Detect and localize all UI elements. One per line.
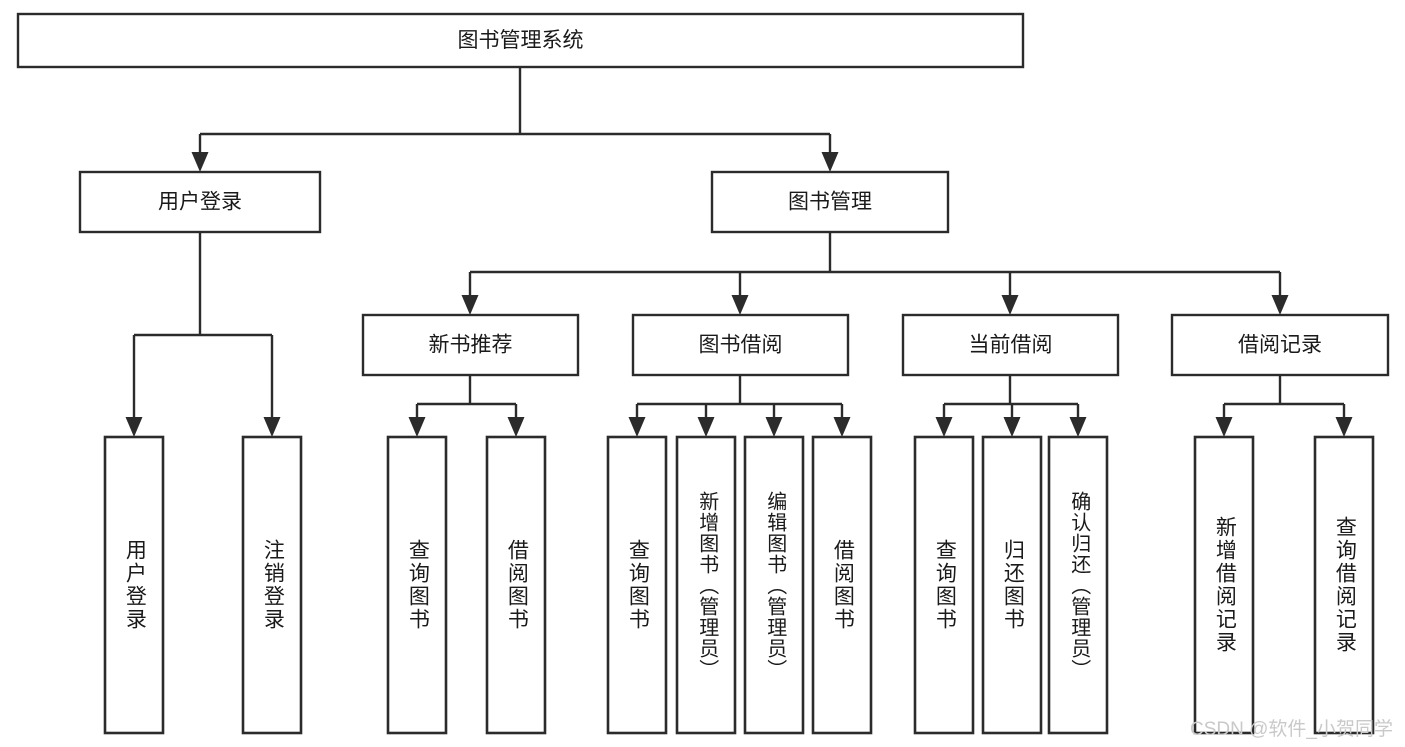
node-leaf-borrow-book[interactable]: [811, 435, 873, 735]
arrow-to-book-management-head: [821, 152, 839, 172]
node-leaf-query-book-borrow[interactable]: [606, 435, 668, 735]
node-new-book-recommend[interactable]: [361, 313, 580, 377]
node-label-borrow-records: 借阅记录: [1238, 334, 1322, 357]
node-user-login[interactable]: [78, 170, 322, 234]
node-leaf-logout-login[interactable]: [241, 435, 303, 735]
arrow-to-leaf-edit-book-admin-head: [765, 417, 783, 437]
arrow-to-leaf-add-borrow-record-head: [1215, 417, 1233, 437]
arrow-to-leaf-logout-login-head: [263, 417, 281, 437]
arrow-to-leaf-user-login-head: [125, 417, 143, 437]
node-book-management[interactable]: [710, 170, 950, 234]
csdn-watermark: CSDN @软件_小贺同学: [1190, 719, 1393, 740]
node-label-current-borrow: 当前借阅: [969, 334, 1053, 357]
node-leaf-edit-book-admin[interactable]: [743, 435, 805, 735]
arrow-to-new-book-recommend-head: [461, 295, 479, 315]
node-leaf-query-book-current[interactable]: [913, 435, 975, 735]
arrow-to-leaf-query-book-borrow-head: [628, 417, 646, 437]
arrow-to-current-borrow-head: [1001, 295, 1019, 315]
node-book-borrow[interactable]: [631, 313, 850, 377]
boxes-layer: [16, 12, 1390, 735]
node-leaf-query-book-recommend[interactable]: [386, 435, 448, 735]
node-leaf-add-borrow-record[interactable]: [1193, 435, 1255, 735]
arrow-to-leaf-borrow-book-recommend-head: [507, 417, 525, 437]
arrow-to-leaf-return-book-head: [1003, 417, 1021, 437]
node-root[interactable]: [16, 12, 1025, 69]
node-current-borrow[interactable]: [901, 313, 1120, 377]
node-leaf-return-book[interactable]: [981, 435, 1043, 735]
arrow-to-leaf-query-book-recommend-head: [408, 417, 426, 437]
node-leaf-query-borrow-record[interactable]: [1313, 435, 1375, 735]
edges-layer: [125, 67, 1353, 437]
node-leaf-borrow-book-recommend[interactable]: [485, 435, 547, 735]
node-leaf-user-login[interactable]: [103, 435, 165, 735]
arrow-to-leaf-confirm-return-admin-head: [1069, 417, 1087, 437]
arrow-to-leaf-query-borrow-record-head: [1335, 417, 1353, 437]
arrow-to-leaf-borrow-book-head: [833, 417, 851, 437]
node-label-new-book-recommend: 新书推荐: [429, 334, 513, 357]
arrow-to-borrow-records-head: [1271, 295, 1289, 315]
arrow-to-leaf-add-book-admin-head: [697, 417, 715, 437]
arrow-to-book-borrow-head: [731, 295, 749, 315]
node-label-root: 图书管理系统: [458, 29, 584, 52]
node-leaf-confirm-return-admin[interactable]: [1047, 435, 1109, 735]
arrow-to-leaf-query-book-current-head: [935, 417, 953, 437]
node-label-user-login: 用户登录: [158, 191, 242, 214]
node-leaf-add-book-admin[interactable]: [675, 435, 737, 735]
node-label-book-management: 图书管理: [788, 191, 872, 214]
node-borrow-records[interactable]: [1170, 313, 1390, 377]
node-label-book-borrow: 图书借阅: [699, 334, 783, 357]
arrow-to-user-login-head: [191, 152, 209, 172]
